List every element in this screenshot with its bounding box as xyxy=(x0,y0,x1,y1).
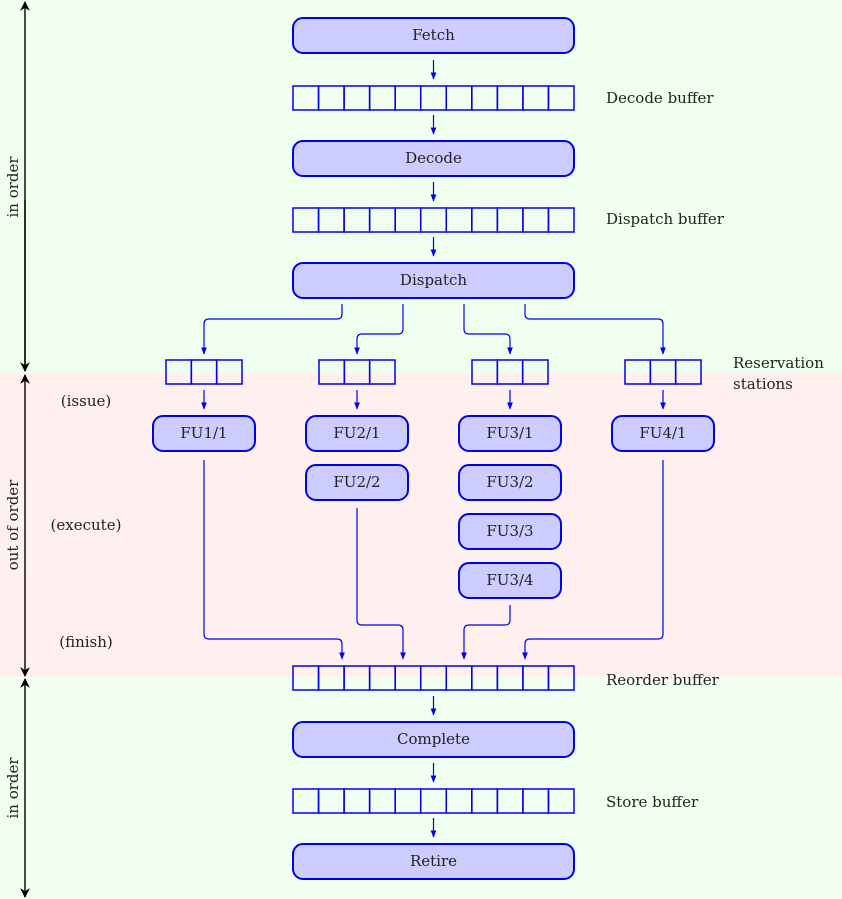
functional-unit-label: FU3/1 xyxy=(486,424,533,442)
functional-unit-label: FU3/4 xyxy=(486,571,533,589)
region-label-middle: out of order xyxy=(4,479,22,571)
in-order-region-top xyxy=(0,0,842,373)
buffer-cell xyxy=(674,359,702,385)
functional-unit-fu3-2: FU3/2 xyxy=(458,464,562,501)
reservation-stations-label-line1: Reservation xyxy=(733,354,824,372)
route-dispatch-to-rs4 xyxy=(524,304,666,355)
route-fu3-to-reorder xyxy=(461,605,511,660)
functional-unit-fu3-3: FU3/3 xyxy=(458,513,562,550)
stage-dispatch-label: Dispatch xyxy=(400,271,467,289)
buffer-cell xyxy=(547,665,575,691)
buffer-cell xyxy=(547,207,575,233)
stage-retire: Retire xyxy=(292,843,575,880)
store-buffer xyxy=(292,788,575,814)
stage-fetch: Fetch xyxy=(292,17,575,54)
reorder-buffer-label: Reorder buffer xyxy=(606,671,720,689)
buffer-cell xyxy=(215,359,243,385)
stage-fetch-label: Fetch xyxy=(412,26,455,44)
functional-unit-fu3-1: FU3/1 xyxy=(458,415,562,452)
phase-issue: (issue) xyxy=(61,392,111,410)
decode-buffer xyxy=(292,85,575,111)
functional-unit-fu3-4: FU3/4 xyxy=(458,562,562,599)
functional-unit-label: FU2/1 xyxy=(333,424,380,442)
functional-unit-label: FU4/1 xyxy=(639,424,686,442)
dispatch-buffer xyxy=(292,207,575,233)
region-label-top: in order xyxy=(4,156,22,218)
route-fu2-to-reorder xyxy=(356,508,406,660)
buffer-cell xyxy=(547,788,575,814)
region-label-bottom: in order xyxy=(4,757,22,819)
functional-unit-label: FU2/2 xyxy=(333,473,380,491)
stage-decode: Decode xyxy=(292,140,575,177)
functional-unit-label: FU3/3 xyxy=(486,522,533,540)
phase-execute: (execute) xyxy=(51,516,122,534)
stage-dispatch: Dispatch xyxy=(292,262,575,299)
out-of-order-region xyxy=(0,373,842,677)
dispatch-buffer-label: Dispatch buffer xyxy=(606,210,725,228)
reservation-station-4 xyxy=(624,359,702,385)
reservation-stations-label-line2: stations xyxy=(733,375,793,393)
functional-unit-label: FU1/1 xyxy=(180,424,227,442)
reorder-buffer xyxy=(292,665,575,691)
functional-unit-fu1-1: FU1/1 xyxy=(152,415,256,452)
functional-unit-label: FU3/2 xyxy=(486,473,533,491)
store-buffer-label: Store buffer xyxy=(606,793,699,811)
route-dispatch-to-rs3 xyxy=(463,304,513,355)
route-dispatch-to-rs1 xyxy=(201,304,343,355)
phase-finish: (finish) xyxy=(59,633,113,651)
route-dispatch-to-rs2 xyxy=(354,304,404,355)
route-fu4-to-reorder xyxy=(522,460,664,660)
functional-unit-fu2-2: FU2/2 xyxy=(305,464,409,501)
stage-complete: Complete xyxy=(292,721,575,758)
buffer-cell xyxy=(368,359,396,385)
route-fu1-to-reorder xyxy=(203,460,345,660)
stage-complete-label: Complete xyxy=(397,730,470,748)
buffer-cell xyxy=(521,359,549,385)
stage-decode-label: Decode xyxy=(405,149,462,167)
reservation-station-2 xyxy=(318,359,396,385)
functional-unit-fu4-1: FU4/1 xyxy=(611,415,715,452)
decode-buffer-label: Decode buffer xyxy=(606,89,714,107)
functional-unit-fu2-1: FU2/1 xyxy=(305,415,409,452)
reservation-station-3 xyxy=(471,359,549,385)
buffer-cell xyxy=(547,85,575,111)
reservation-station-1 xyxy=(165,359,243,385)
stage-retire-label: Retire xyxy=(410,852,457,870)
